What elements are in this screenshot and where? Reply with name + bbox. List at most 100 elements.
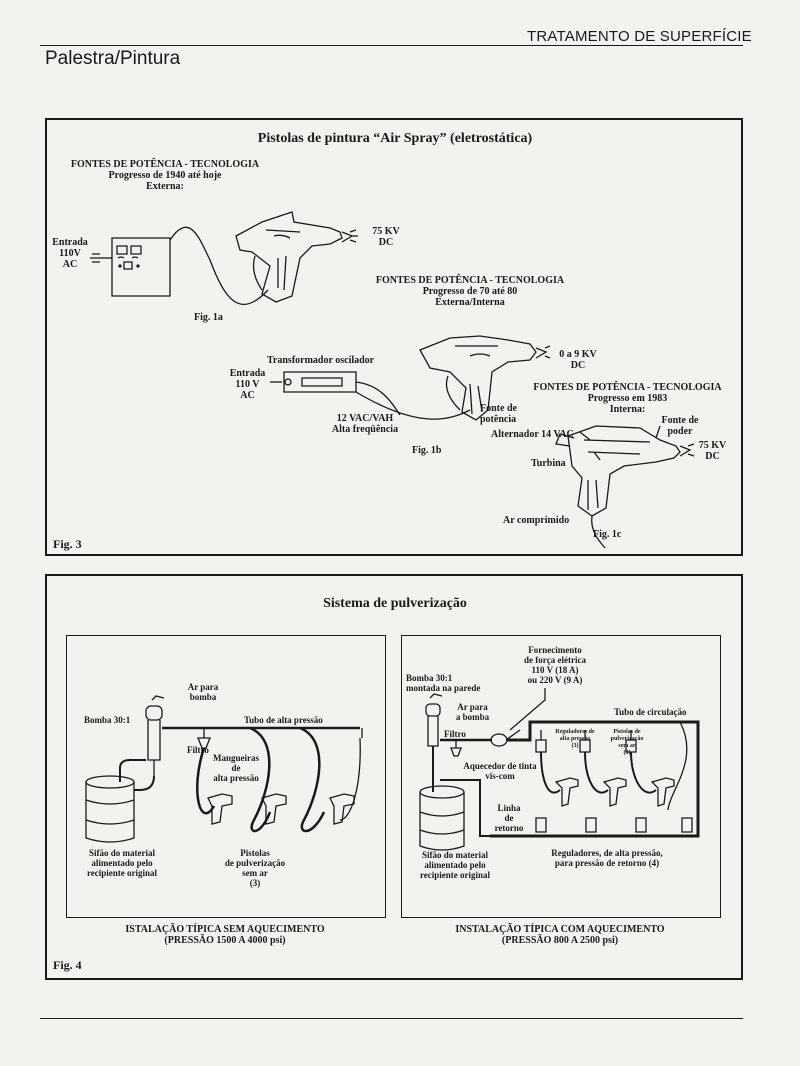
fig4-left-pist-1: Pistolas	[240, 848, 270, 858]
figure-4	[45, 574, 743, 980]
fig1a-entrada-1: Entrada	[52, 237, 88, 248]
fig4-right-sifao-1: Sifão do material	[422, 850, 488, 860]
fig4-label: Fig. 4	[53, 958, 82, 972]
fig1a-heading-text: FONTES DE POTÊNCIA - TECNOLOGIA	[70, 159, 260, 170]
fig1a-entrada: Entrada 110V AC	[50, 237, 90, 270]
fig1c-kv-text: 75 KV	[698, 440, 727, 451]
fig4-right-forn-1: Fornecimento	[528, 645, 582, 655]
fig4-right-forn-4: ou 220 V (9 A)	[527, 675, 583, 685]
fig4-right-linha-3: retorno	[494, 823, 524, 833]
fig1b-kv-text: 0 a 9 KV	[559, 349, 597, 360]
fig1a-heading: FONTES DE POTÊNCIA - TECNOLOGIA Progress…	[55, 159, 275, 192]
fig4-right-regret-2: para pressão de retorno (4)	[554, 858, 660, 868]
fig4-right-caption: INSTALAÇÃO TÍPICA COM AQUECIMENTO (PRESS…	[425, 924, 695, 946]
fig1b-dc: DC	[570, 360, 586, 371]
fig4-right-bomba-1: Bomba 30:1	[406, 673, 453, 683]
fig4-left-filtro: Filtro	[187, 745, 209, 755]
fig4-right-forn: Fornecimento de força elétrica 110 V (18…	[505, 645, 605, 685]
fig4-right-pist-2: pulverização	[610, 736, 644, 742]
fig1b-transformer: Transformador oscilador	[267, 355, 375, 366]
fig1c-heading-text: FONTES DE POTÊNCIA - TECNOLOGIA	[533, 382, 722, 393]
fig1a-type: Externa:	[146, 181, 184, 192]
fig4-right-sifao-2: alimentado pelo	[424, 860, 486, 870]
fig1b-fonte-1: Fonte de	[480, 403, 517, 414]
section-title: TRATAMENTO DE SUPERFÍCIE	[527, 28, 752, 45]
fig1b-vac: 12 VAC/VAH Alta freqüência	[325, 413, 405, 435]
fig1c-kv: 75 KV DC	[690, 440, 735, 462]
fig1b-progress: Progresso de 70 até 80	[422, 286, 518, 297]
fig4-left-caption-2: (PRESSÃO 1500 A 4000 psi)	[164, 935, 286, 946]
fig4-right-sifao-3: recipiente original	[419, 870, 491, 880]
header-rule	[40, 45, 743, 46]
fig1b-entrada-3: AC	[240, 390, 255, 401]
fig4-right-sifao: Sifão do material alimentado pelo recipi…	[405, 850, 505, 880]
fig4-right-ar-1: Ar para	[457, 702, 488, 712]
fig1c-heading: FONTES DE POTÊNCIA - TECNOLOGIA Progress…	[515, 382, 740, 415]
fig4-left-ar-2: bomba	[189, 692, 217, 702]
fig3-label: Fig. 3	[53, 537, 82, 551]
fig1b-vac-1: 12 VAC/VAH	[336, 413, 394, 424]
fig4-left-sifao-3: recipiente original	[86, 868, 158, 878]
fig1b-label: Fig. 1b	[412, 445, 442, 456]
fig1c-fonte-2: poder	[667, 426, 693, 437]
fig4-left-caption-1: ISTALAÇÃO TÍPICA SEM AQUECIMENTO	[125, 924, 325, 935]
fig4-right-reg-2: alta pressão	[559, 736, 591, 742]
fig1b-entrada: Entrada 110 V AC	[225, 368, 270, 401]
fig1a-dc: DC	[378, 237, 394, 248]
fig1b-entrada-2: 110 V	[235, 379, 260, 390]
fig4-right-linha-1: Linha	[497, 803, 521, 813]
fig4-right-aquec: Aquecedor de tinta vis-com	[450, 761, 550, 781]
fig4-right-tubo: Tubo de circulação	[614, 707, 687, 717]
fig1a-entrada-3: AC	[62, 259, 78, 270]
fig4-right-forn-3: 110 V (18 A)	[531, 665, 579, 675]
fig1b-vac-2: Alta freqüência	[331, 424, 399, 435]
fig4-left-pist-2: de pulverização	[224, 858, 286, 868]
fig4-right-ar-2: a bomba	[455, 712, 490, 722]
fig4-title: Sistema de pulverização	[323, 596, 467, 611]
fig4-left-ar: Ar para bomba	[178, 682, 228, 702]
fig4-right-linha: Linha de retorno	[487, 803, 531, 833]
fig4-right-regret-1: Reguladores, de alta pressão,	[551, 848, 663, 858]
fig4-right-caption-2: (PRESSÃO 800 A 2500 psi)	[501, 935, 619, 946]
fig1c-alternador: Alternador 14 VAC	[491, 429, 574, 440]
fig1c-progress: Progresso em 1983	[587, 393, 668, 404]
figure-3	[45, 118, 743, 556]
fig4-right-pist: Pistolas de pulverização sem ar (3)	[602, 729, 652, 757]
fig4-left-mang-2: de	[231, 763, 241, 773]
fig4-left-sifao-2: alimentado pelo	[91, 858, 153, 868]
fig4-right-reg-1: Reguladores de	[555, 729, 595, 735]
fig1b-entrada-1: Entrada	[229, 368, 266, 379]
fig4-left-mang: Mangueiras de alta pressão	[206, 753, 266, 783]
fig1c-dc: DC	[705, 451, 720, 462]
fig4-right-reg: Reguladores de alta pressão (3)	[548, 729, 602, 750]
fig1b-heading: FONTES DE POTÊNCIA - TECNOLOGIA Progress…	[355, 275, 585, 308]
fig1b-fonte: Fonte de potência	[480, 403, 517, 425]
fig1b-fonte-2: potência	[480, 414, 517, 425]
fig4-right-bomba-2: montada na parede	[406, 683, 481, 693]
fig4-right-aquec-1: Aquecedor de tinta	[463, 761, 537, 771]
fig1a-kv: 75 KV DC	[366, 226, 406, 248]
fig4-right-pist-1: Pistolas de	[613, 729, 641, 735]
fig4-right-aquec-2: vis-com	[485, 771, 515, 781]
fig4-left-bomba: Bomba 30:1	[84, 715, 131, 725]
fig3-title: Pistolas de pintura “Air Spray” (eletros…	[257, 131, 533, 146]
fig4-right-panel	[401, 635, 721, 918]
fig1c-ar: Ar comprimido	[503, 515, 570, 526]
fig1b-heading-text: FONTES DE POTÊNCIA - TECNOLOGIA	[375, 275, 565, 286]
fig1a-kv-text: 75 KV	[372, 226, 400, 237]
fig4-left-sifao-1: Sifão do material	[89, 848, 155, 858]
fig1c-label: Fig. 1c	[593, 529, 622, 540]
fig4-left-mang-3: alta pressão	[213, 773, 259, 783]
fig4-left-pist-3: sem ar	[242, 868, 268, 878]
fig4-left-panel	[66, 635, 386, 918]
fig1c-turbina: Turbina	[531, 458, 566, 469]
fig4-right-forn-2: de força elétrica	[524, 655, 586, 665]
fig1b-type: Externa/Interna	[435, 297, 505, 308]
fig4-left-sifao: Sifão do material alimentado pelo recipi…	[72, 848, 172, 878]
fig1a-entrada-2: 110V	[59, 248, 81, 259]
fig1c-fonte: Fonte de poder	[650, 415, 710, 437]
fig4-right-pist-3: sem ar	[618, 743, 636, 749]
